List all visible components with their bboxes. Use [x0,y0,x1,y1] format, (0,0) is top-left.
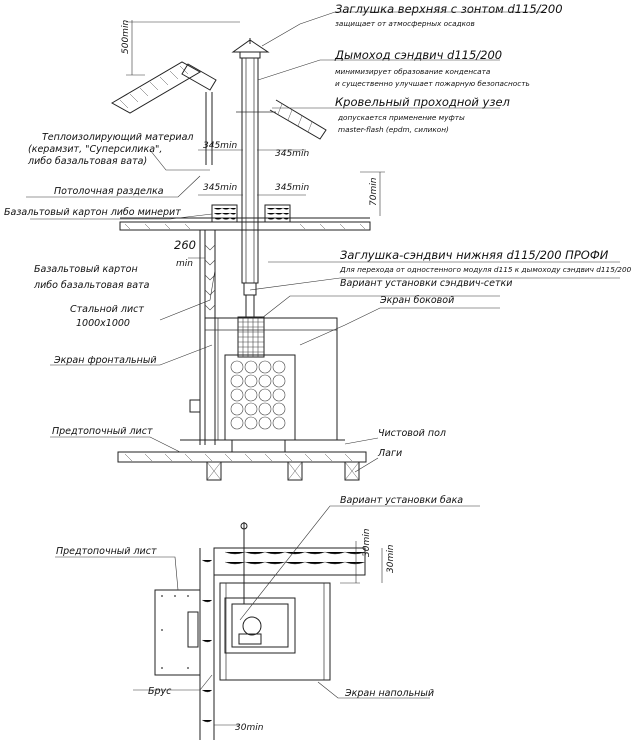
dim-260: 260 [174,238,196,252]
label-roof-unit: Кровельный проходной узел [335,95,511,109]
label-clean-floor: Чистовой пол [378,428,446,439]
dim-345-d: 345min [275,183,309,193]
chimney-pipe [231,38,270,318]
label-basalt-board-1: Базальтовый картон [34,264,138,275]
roof [110,61,327,165]
dimension-lines [126,20,385,726]
stove [180,317,345,452]
dim-30-c: 30min [235,723,264,733]
label-chimney-note-2: и существенно улучшает пожарную безопасн… [335,79,530,88]
wall [199,230,216,445]
label-basalt-board-2: либо базальтовая вата [33,280,150,291]
label-roof-unit-note-2: master-flash (epdm, силикон) [338,125,449,134]
label-front-screen: Экран фронтальный [53,355,157,366]
label-prefire-sheet-bottom: Предтопочный лист [56,546,157,557]
dim-345-c: 345min [203,183,237,193]
leader-lines [26,11,620,699]
label-insulation-1: Теплоизолирующий материал [42,132,193,143]
label-roof-unit-note-1: допускается применение муфты [337,113,465,122]
label-beam: Брус [148,686,172,697]
label-cap-bottom: Заглушка-сэндвич нижняя d115/200 ПРОФИ [340,248,609,262]
label-floor-screen: Экран напольный [344,688,434,699]
floor [117,451,367,481]
sandwich-mesh [237,316,265,358]
dim-345-a: 345min [203,141,237,151]
dim-260-unit: min [176,259,193,269]
plan-view [154,522,366,740]
dim-30-a: 30min [362,528,372,557]
ceiling [119,204,371,231]
label-ceiling-cut: Потолочная разделка [54,186,164,197]
label-basalt-board-top: Базальтовый картон либо минерит [4,207,181,218]
label-prefire-sheet-top: Предтопочный лист [52,426,153,437]
label-insulation-2: (керамзит, "Суперсилика", [28,144,162,155]
label-mesh-variant: Вариант установки сэндвич-сетки [340,278,512,289]
label-chimney-note-1: минимизирует образование конденсата [335,67,490,76]
label-cap-top-note: защищает от атмосферных осадков [335,19,475,28]
dim-30-b: 30min [386,544,396,573]
dim-345-b: 345min [275,149,309,159]
dim-500: 500min [121,20,131,54]
label-joists: Лаги [377,448,402,459]
label-cap-top: Заглушка верхняя с зонтом d115/200 [335,2,563,16]
label-tank-variant: Вариант установки бака [340,495,463,506]
label-steel-sheet-1: Стальной лист [70,304,144,315]
dim-70: 70min [369,177,379,206]
label-steel-sheet-2: 1000x1000 [76,318,130,329]
dimension-labels: 500min 345min 345min 345min 345min 70min… [121,20,396,733]
label-insulation-3: либо базальтовая вата) [27,156,147,167]
label-cap-bottom-note: Для перехода от одностенного модуля d115… [339,265,632,274]
label-side-screen: Экран боковой [379,295,454,306]
labels: Заглушка верхняя с зонтом d115/200 защищ… [4,2,632,699]
label-chimney: Дымоход сэндвич d115/200 [334,48,502,62]
